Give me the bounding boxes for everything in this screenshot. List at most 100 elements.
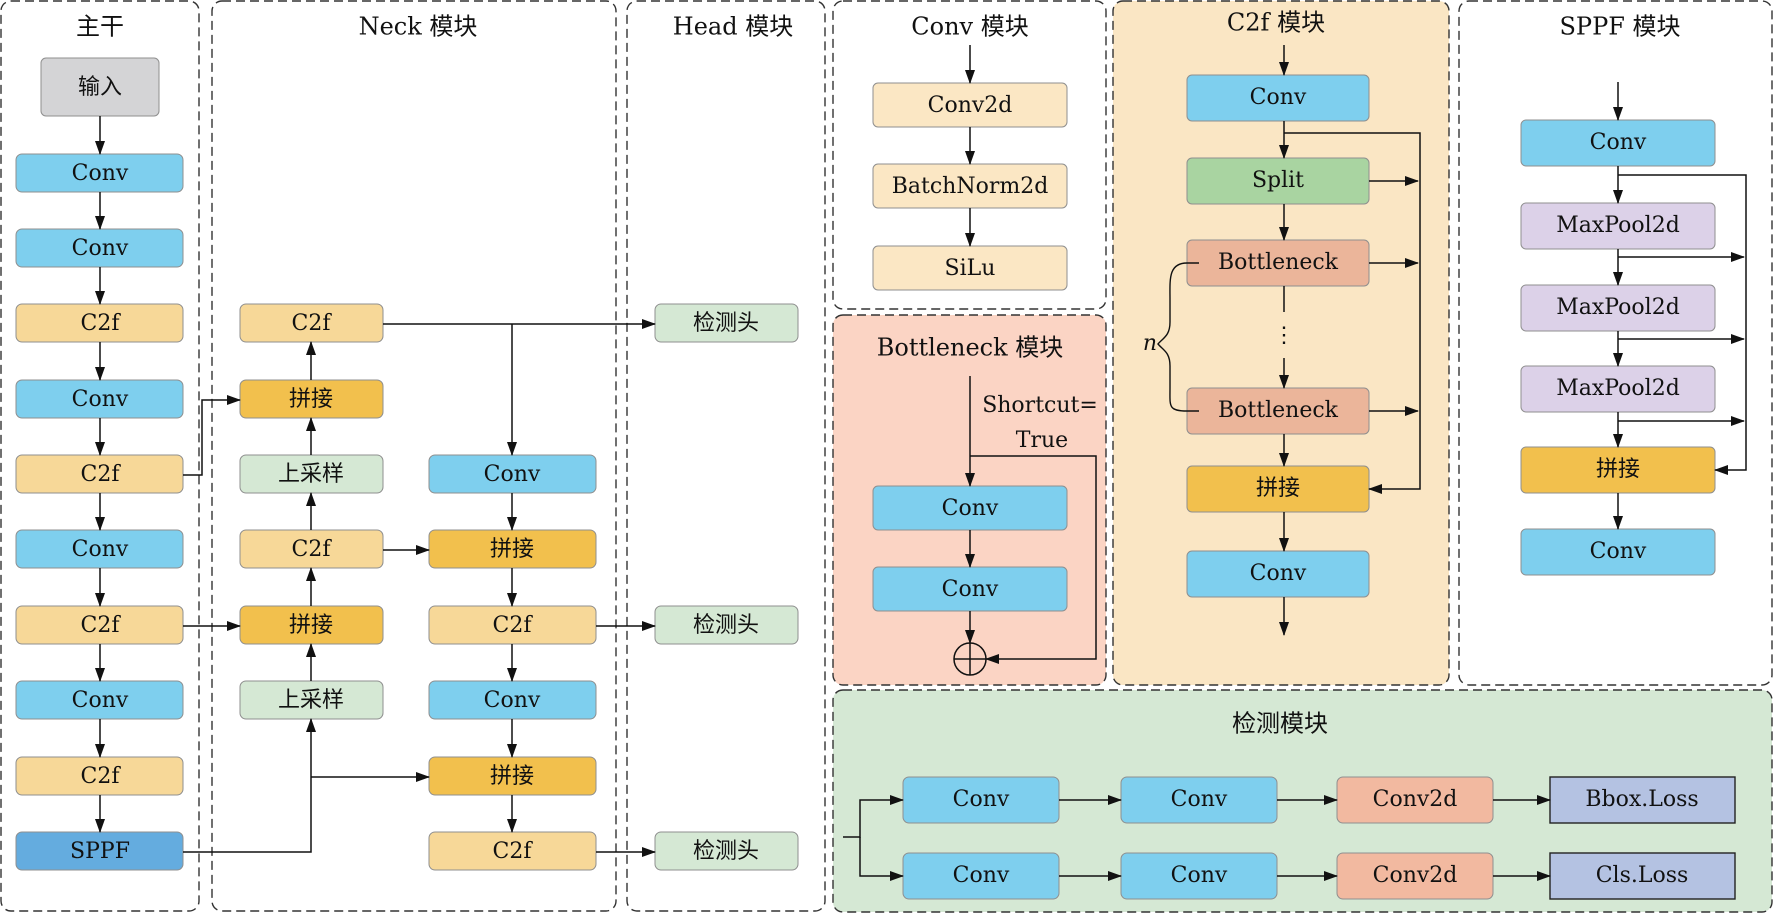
head-panel: [626, 0, 826, 912]
backbone-input-node: 输入: [40, 57, 160, 117]
neck-c2f-top-label: C2f: [292, 311, 333, 336]
neck-concat1-node: 拼接: [239, 379, 384, 419]
backbone-sppf-label: SPPF: [70, 839, 130, 864]
bottleneck-conv1-node: Conv: [872, 485, 1068, 531]
detect-row1: Conv Conv Conv2d Bbox.Loss: [902, 776, 1736, 824]
sppfmod-maxpool3-node: MaxPool2d: [1520, 365, 1716, 413]
detect-row1-conv2d-node: Conv2d: [1336, 776, 1494, 824]
bottleneck-shortcut-value: True: [1016, 428, 1068, 453]
neck-connectors: [183, 319, 656, 857]
backbone-c2f2-label: C2f: [81, 462, 122, 487]
neck-conv-r1-label: Conv: [484, 462, 541, 487]
c2fmod-split-label: Split: [1252, 168, 1304, 193]
neck-c2f-r1-label: C2f: [493, 613, 534, 638]
detect-row2-conv2d-node: Conv2d: [1336, 852, 1494, 900]
detect-row1-loss-label: Bbox.Loss: [1585, 787, 1698, 812]
backbone-c2f4-label: C2f: [81, 764, 122, 789]
sppfmod-conv-top-node: Conv: [1520, 119, 1716, 167]
sppfmod-conv-top-label: Conv: [1590, 130, 1647, 155]
detect-module-panel: [832, 689, 1773, 913]
backbone-conv3-node: Conv: [15, 379, 184, 419]
head-det3-label: 检测头: [693, 839, 759, 864]
backbone-conv5-label: Conv: [72, 688, 129, 713]
sppfmod-connectors: [1613, 82, 1747, 530]
sppfmod-maxpool1-node: MaxPool2d: [1520, 202, 1716, 250]
neck-upsample2-node: 上采样: [239, 680, 384, 720]
detect-row1-loss-node: Bbox.Loss: [1549, 776, 1736, 824]
c2fmod-ellipsis: ⋮: [1273, 323, 1295, 348]
head-det1-label: 检测头: [693, 311, 759, 336]
sppfmod-concat-label: 拼接: [1596, 457, 1640, 482]
neck-upsample1-node: 上采样: [239, 454, 384, 494]
neck-concat-r2-label: 拼接: [490, 764, 534, 789]
detect-row2-conv2-node: Conv: [1120, 852, 1278, 900]
backbone-c2f3-label: C2f: [81, 613, 122, 638]
bottleneck-connectors: [965, 376, 1097, 664]
backbone-conv4-label: Conv: [72, 537, 129, 562]
c2fmod-bottleneck2-node: Bottleneck: [1186, 387, 1370, 435]
bottleneck-conv2-node: Conv: [872, 566, 1068, 612]
sppfmod-maxpool2-node: MaxPool2d: [1520, 284, 1716, 332]
c2fmod-concat-label: 拼接: [1256, 476, 1300, 501]
neck-c2f-r2-label: C2f: [493, 839, 534, 864]
sppfmod-maxpool1-label: MaxPool2d: [1556, 213, 1680, 238]
detect-row1-conv1-node: Conv: [902, 776, 1060, 824]
detect-row2-conv1-label: Conv: [953, 863, 1010, 888]
head-det3-node: 检测头: [654, 831, 799, 871]
c2fmod-conv-bottom-label: Conv: [1250, 561, 1307, 586]
neck-upsample2-label: 上采样: [278, 688, 344, 713]
sppfmod-maxpool3-label: MaxPool2d: [1556, 376, 1680, 401]
neck-concat-r1-node: 拼接: [428, 529, 597, 569]
backbone-c2f1-node: C2f: [15, 303, 184, 343]
c2fmod-brace: [1157, 262, 1199, 412]
neck-title: Neck 模块: [359, 13, 478, 41]
backbone-c2f1-label: C2f: [81, 311, 122, 336]
neck-concat-r1-label: 拼接: [490, 537, 534, 562]
bottleneck-shortcut-label: Shortcut=: [982, 393, 1098, 418]
head-det2-node: 检测头: [654, 605, 799, 645]
detect-row2-conv1-node: Conv: [902, 852, 1060, 900]
neck-concat2-node: 拼接: [239, 605, 384, 645]
detect-row2-conv2d-label: Conv2d: [1373, 863, 1458, 888]
detect-row2-loss-label: Cls.Loss: [1596, 863, 1689, 888]
convmod-batchnorm-label: BatchNorm2d: [892, 174, 1049, 199]
neck-concat-r2-node: 拼接: [428, 756, 597, 796]
c2fmod-n-label: n: [1143, 331, 1157, 356]
c2fmod-conv-top-label: Conv: [1250, 85, 1307, 110]
backbone-conv2-node: Conv: [15, 228, 184, 268]
conv-module-title: Conv 模块: [911, 13, 1028, 41]
neck-c2f-mid-node: C2f: [239, 529, 384, 569]
c2fmod-conv-top-node: Conv: [1186, 74, 1370, 122]
c2fmod-bottleneck2-label: Bottleneck: [1218, 398, 1339, 423]
detect-connectors: [843, 795, 1551, 881]
neck-c2f-mid-label: C2f: [292, 537, 333, 562]
head-title: Head 模块: [673, 13, 793, 41]
c2fmod-bottleneck1-node: Bottleneck: [1186, 239, 1370, 287]
bottleneck-conv2-label: Conv: [942, 577, 999, 602]
sppfmod-conv-bottom-label: Conv: [1590, 539, 1647, 564]
detect-module-title: 检测模块: [1232, 710, 1328, 738]
neck-concat2-label: 拼接: [289, 613, 333, 638]
backbone-conv4-node: Conv: [15, 529, 184, 569]
c2fmod-conv-bottom-node: Conv: [1186, 550, 1370, 598]
convmod-batchnorm-node: BatchNorm2d: [872, 163, 1068, 209]
c2fmod-split-node: Split: [1186, 157, 1370, 205]
neck-c2f-top-node: C2f: [239, 303, 384, 343]
detect-row1-conv2-label: Conv: [1171, 787, 1228, 812]
add-icon: [953, 642, 987, 676]
bottleneck-conv1-label: Conv: [942, 496, 999, 521]
neck-conv-r2-node: Conv: [428, 680, 597, 720]
sppfmod-concat-node: 拼接: [1520, 446, 1716, 494]
backbone-c2f2-node: C2f: [15, 454, 184, 494]
backbone-sppf-node: SPPF: [15, 831, 184, 871]
detect-row1-conv1-label: Conv: [953, 787, 1010, 812]
backbone-input-label: 输入: [78, 75, 122, 100]
sppfmod-maxpool2-label: MaxPool2d: [1556, 295, 1680, 320]
detect-row2-conv2-label: Conv: [1171, 863, 1228, 888]
c2fmod-concat-node: 拼接: [1186, 465, 1370, 513]
neck-upsample1-label: 上采样: [278, 462, 344, 487]
detect-row2-loss-node: Cls.Loss: [1549, 852, 1736, 900]
backbone-c2f3-node: C2f: [15, 605, 184, 645]
neck-c2f-r1-node: C2f: [428, 605, 597, 645]
